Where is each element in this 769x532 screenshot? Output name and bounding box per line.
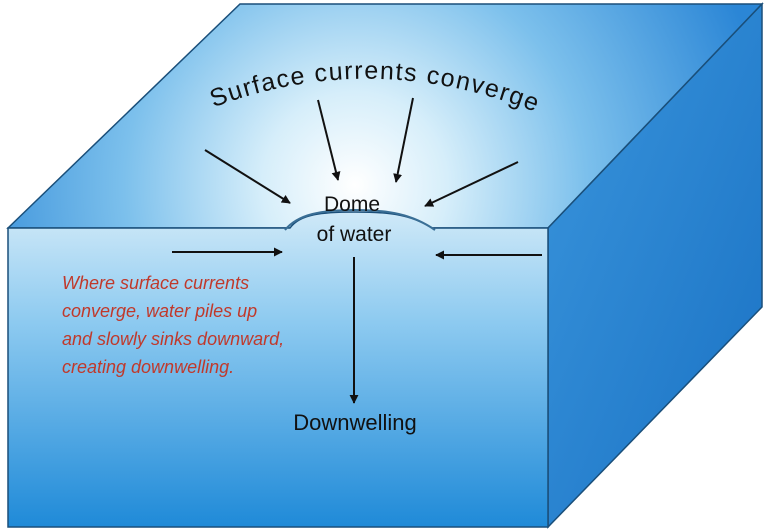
caption-line-3: and slowly sinks downward, (62, 329, 284, 349)
dome-label-line2: of water (317, 223, 392, 246)
arrow-top-center-left (317, 99, 341, 181)
caption-line-2: converge, water piles up (62, 301, 257, 321)
converging-arrows (172, 97, 542, 404)
caption: Where surface currents converge, water p… (62, 273, 284, 377)
arrow-top-left (204, 149, 291, 204)
downwelling-label: Downwelling (293, 410, 417, 435)
dome-label-line1: Dome (324, 193, 380, 216)
caption-line-4: creating downwelling. (62, 357, 234, 377)
dome-of-water-outline (284, 208, 436, 231)
caption-line-1: Where surface currents (62, 273, 249, 293)
arrow-top-center-right (393, 97, 414, 183)
arrow-top-right (424, 161, 519, 207)
